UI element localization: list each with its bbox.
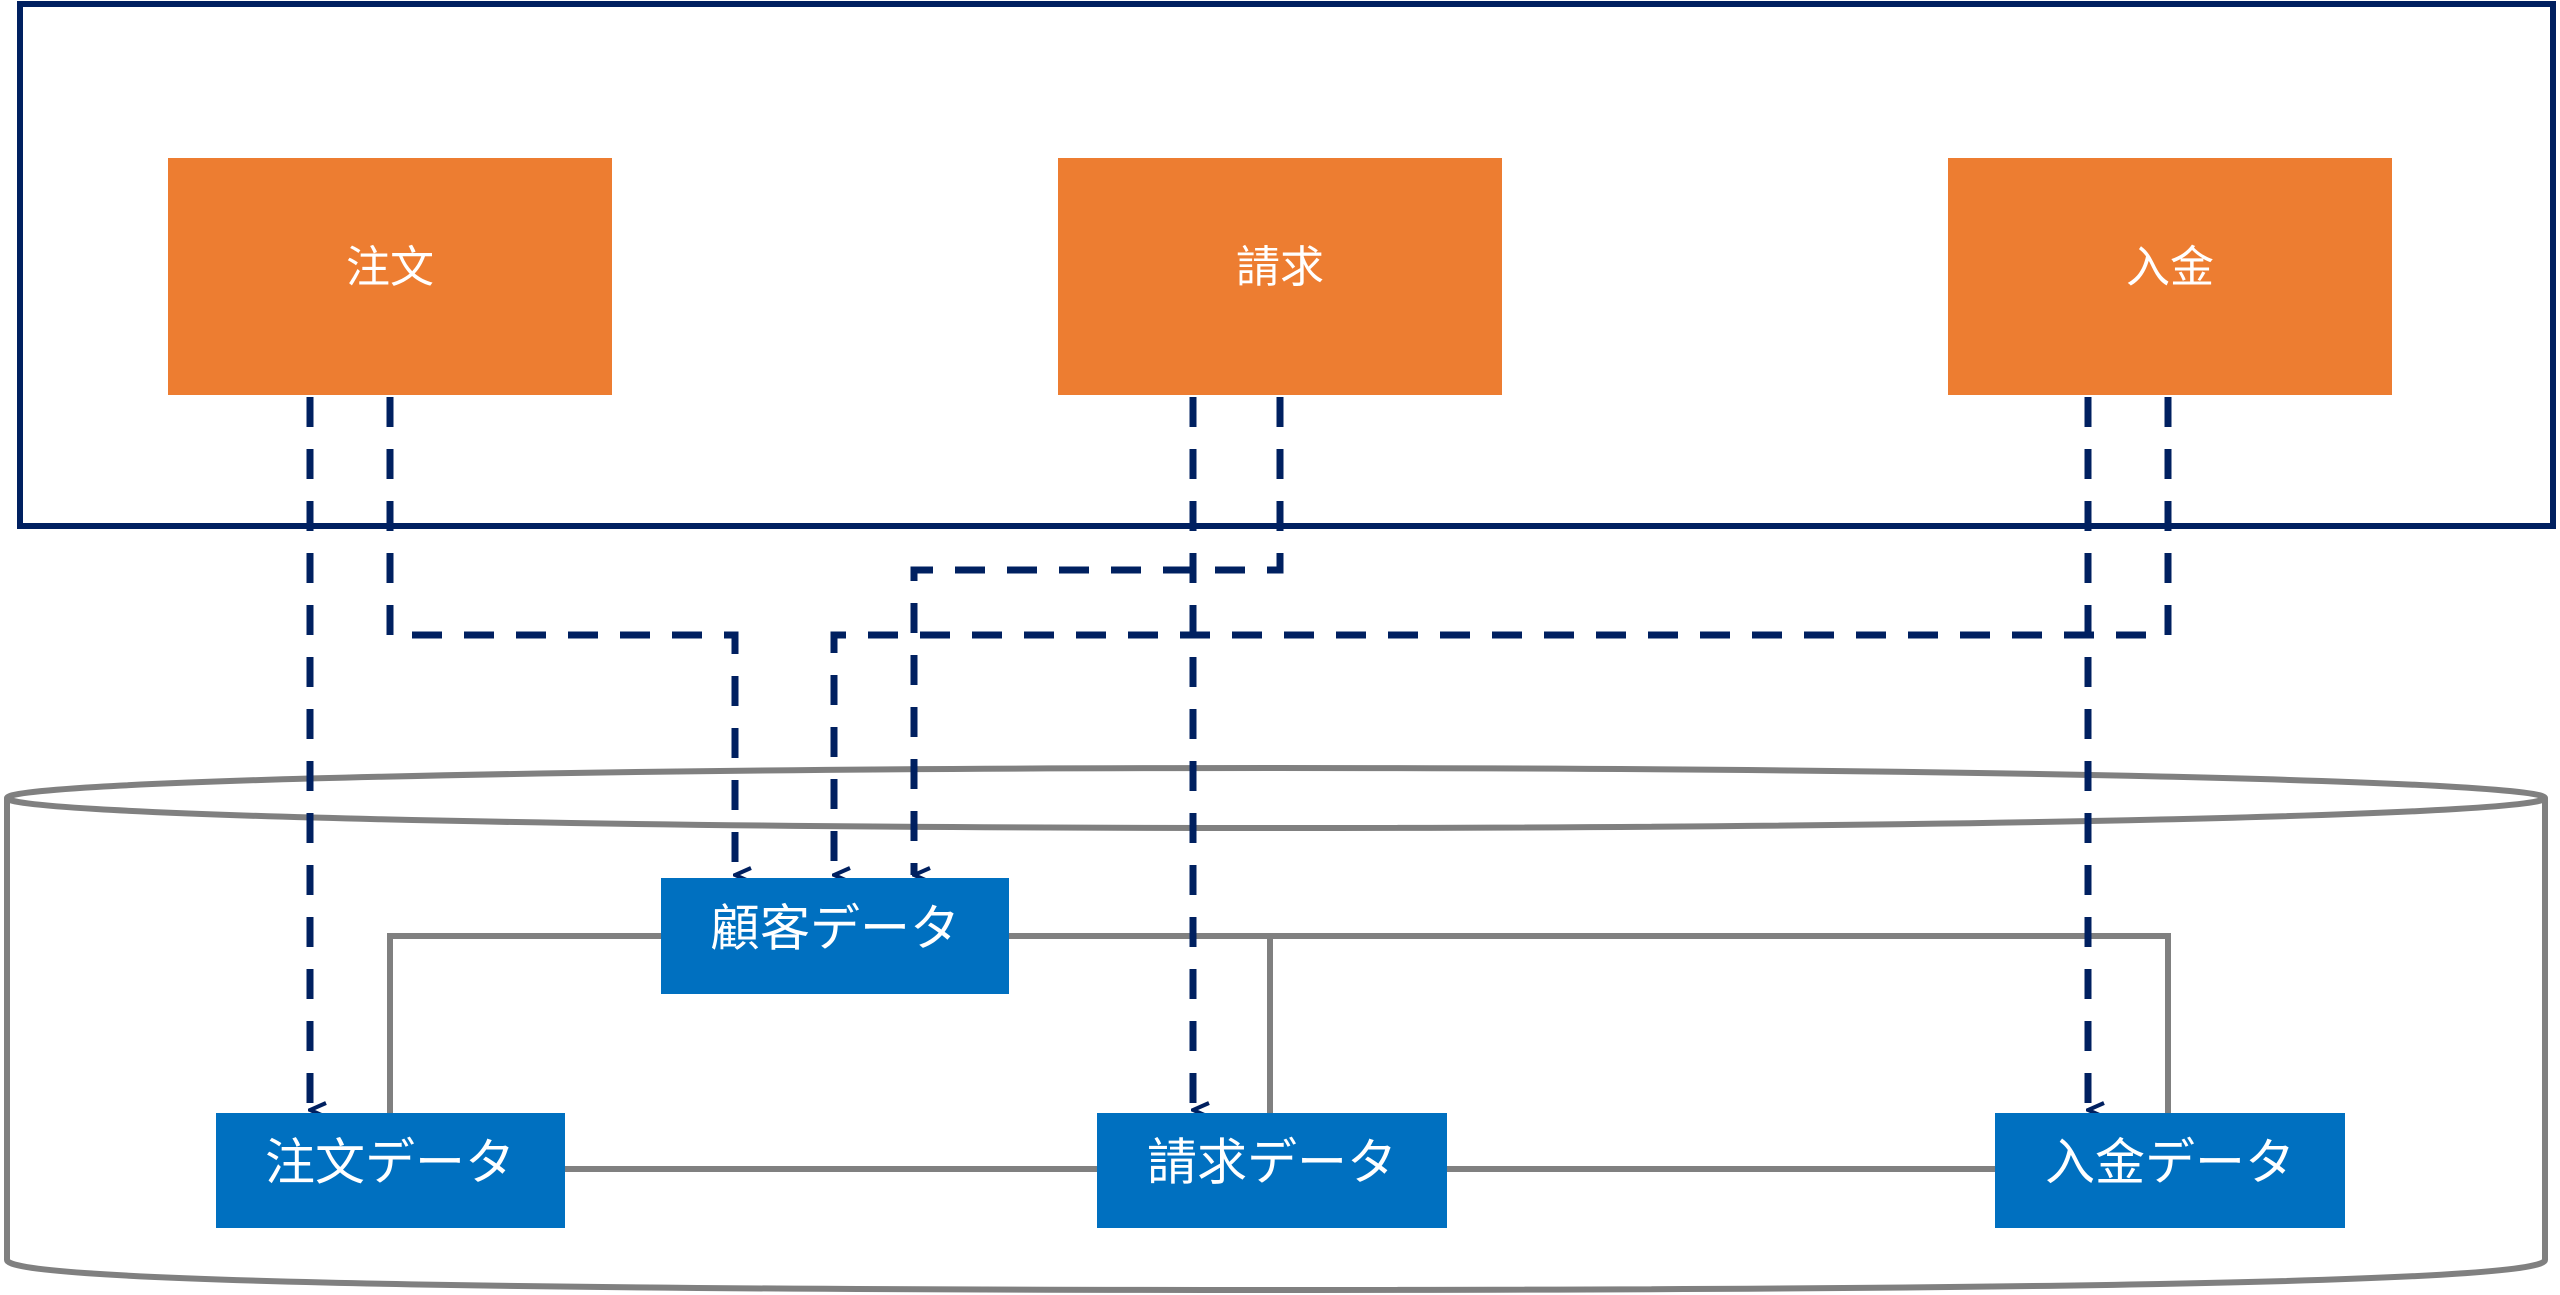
process-box-billing[interactable]: 請求 — [1058, 158, 1502, 395]
process-box-payment[interactable]: 入金 — [1948, 158, 2392, 395]
flow-billing-to-customer — [910, 397, 1284, 875]
database-cylinder — [3, 765, 2548, 1294]
data-label-order: 注文データ — [265, 1134, 515, 1192]
process-label-order: 注文 — [346, 242, 434, 293]
relation-lines — [387, 933, 2171, 1172]
data-label-customer: 顧客データ — [710, 900, 960, 958]
process-box-order[interactable]: 注文 — [168, 158, 612, 395]
relation-customer-payment — [1009, 933, 2171, 1113]
process-label-payment: 入金 — [2126, 242, 2214, 293]
flow-order-to-customer — [386, 397, 735, 875]
data-box-payment[interactable]: 入金データ — [1995, 1113, 2345, 1228]
data-label-payment: 入金データ — [2045, 1134, 2295, 1192]
flow-payment-to-customer — [830, 397, 2172, 875]
cylinder-top — [4, 765, 2548, 831]
cylinder-body — [3, 798, 2548, 1294]
data-box-customer[interactable]: 顧客データ — [661, 878, 1009, 994]
data-box-billing[interactable]: 請求データ — [1097, 1113, 1447, 1228]
process-label-billing: 請求 — [1236, 242, 1324, 293]
data-box-order[interactable]: 注文データ — [216, 1113, 565, 1228]
relation-customer-order — [387, 933, 661, 1113]
data-flow-arrows — [306, 397, 2172, 1110]
data-label-billing: 請求データ — [1147, 1134, 1397, 1192]
application-frame — [17, 1, 2556, 529]
